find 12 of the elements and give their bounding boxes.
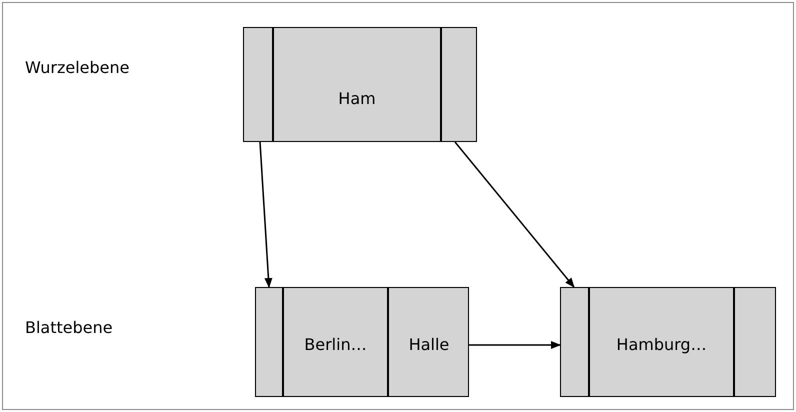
page-block (243, 27, 477, 142)
arrow (259, 142, 272, 288)
level-label: Blattebene (25, 318, 113, 337)
key-text: Berlin… (303, 335, 368, 354)
key-text: Halle (408, 335, 450, 354)
key-text: Hamburg… (615, 335, 708, 354)
arrow (469, 341, 561, 349)
page-block (255, 287, 469, 397)
arrow (454, 142, 575, 288)
level-label: Wurzelebene (25, 58, 130, 77)
page-block (560, 287, 776, 397)
key-text: Ham (337, 89, 377, 108)
